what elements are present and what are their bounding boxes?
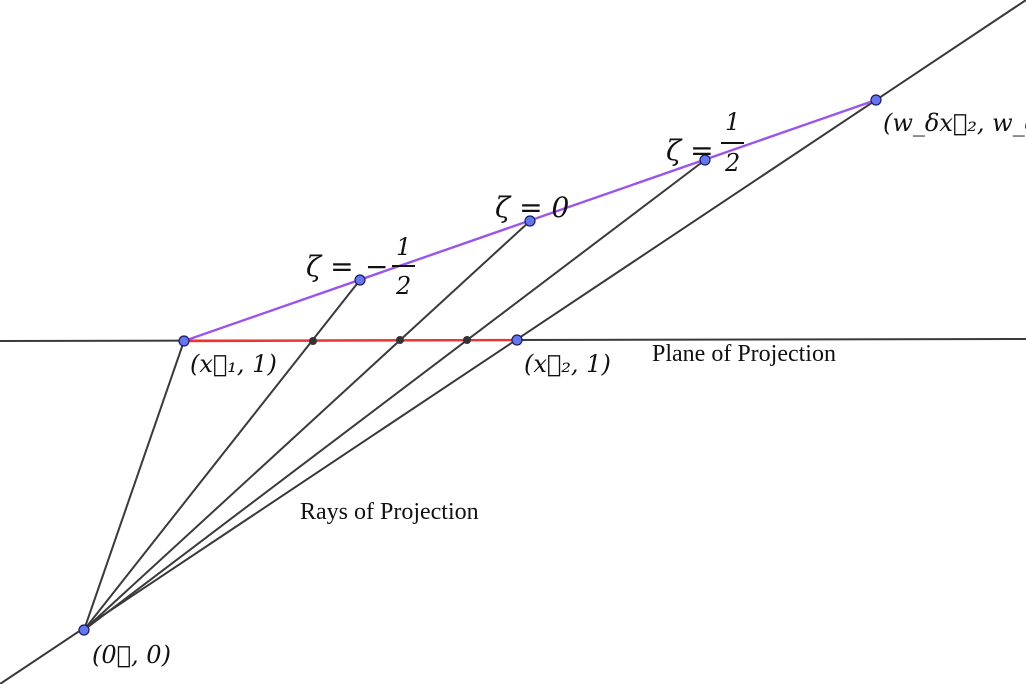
zeta-half-numerator: 1	[725, 108, 740, 136]
ray-to-zeta-half	[83, 159, 706, 631]
projected-point-zero	[396, 336, 404, 344]
projected-point-minus-half	[309, 337, 317, 345]
zeta-half-point[interactable]	[699, 154, 711, 166]
w-label: (w_δx⃗₂, w_δ)	[883, 109, 1026, 137]
zeta-minus-half-sign: −	[365, 250, 388, 283]
x1-label: (x⃗₁, 1)	[190, 350, 277, 378]
zeta-minus-half-denominator: 2	[395, 272, 411, 300]
ray-to-x1	[83, 340, 185, 631]
origin-label: (0⃗, 0)	[92, 641, 171, 669]
w-point[interactable]	[870, 94, 882, 106]
origin-point[interactable]	[78, 624, 90, 636]
x2-point[interactable]	[511, 334, 523, 346]
projected-point-half	[463, 336, 471, 344]
zeta-half-label: ζ = 1 2	[666, 108, 744, 177]
ray-to-zeta-minus-half	[83, 279, 361, 631]
zeta-minus-half-prefix: ζ =	[306, 250, 354, 283]
x2-label: (x⃗₂, 1)	[524, 350, 611, 378]
plane-of-projection-label: Plane of Projection	[652, 341, 836, 367]
rays-of-projection-label: Rays of Projection	[300, 499, 479, 525]
projection-segment	[183, 338, 518, 343]
zeta-zero-label: ζ = 0	[495, 191, 569, 224]
x1-point[interactable]	[178, 335, 190, 347]
zeta-half-prefix: ζ =	[666, 134, 714, 167]
zeta-minus-half-label: ζ = − 1 2	[306, 233, 415, 300]
zeta-minus-half-numerator: 1	[396, 233, 411, 261]
ray-to-zeta-zero	[83, 220, 531, 631]
zeta-half-denominator: 2	[724, 149, 740, 177]
zeta-zero-point[interactable]	[524, 215, 536, 227]
zeta-minus-half-point[interactable]	[354, 274, 366, 286]
